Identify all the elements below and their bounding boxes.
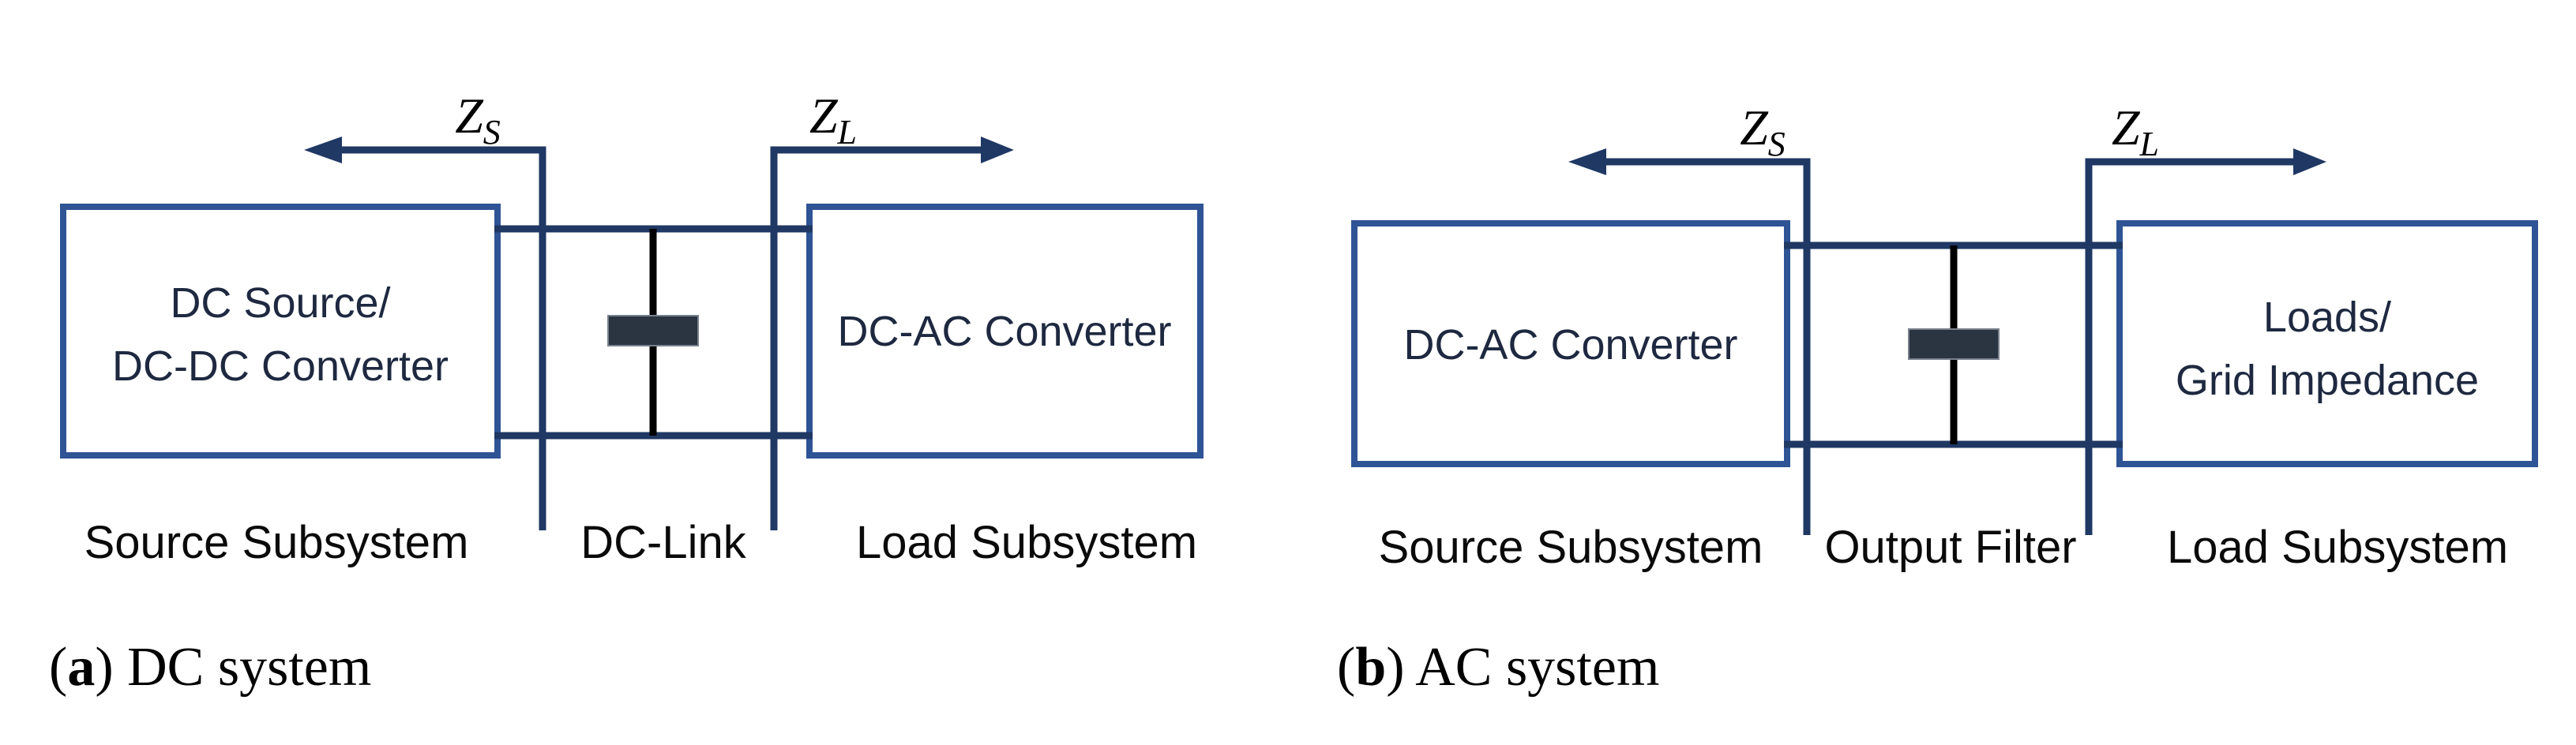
dc-ac-converter-box <box>806 204 1204 459</box>
left-arrowhead-icon <box>1568 148 1606 175</box>
z-subscript: S <box>483 113 501 152</box>
z-symbol: Z <box>1740 99 1769 155</box>
caption-dc-system: (a) DC system <box>49 637 371 698</box>
source-impedance-symbol: ZS <box>1740 99 1786 163</box>
dc-link-label: DC-Link <box>580 517 746 568</box>
load-subsystem-label: Load Subsystem <box>2167 522 2508 573</box>
load-impedance-wire <box>770 146 981 530</box>
dc-source-box <box>60 204 501 459</box>
capacitor-body-icon <box>1908 328 2000 360</box>
panel-ac-system: ZS ZL DC-AC Converter Loads/ Grid Impeda… <box>1337 99 2538 698</box>
load-impedance-wire <box>2085 158 2293 535</box>
loads-box-label-line2: Grid Impedance <box>2176 357 2479 404</box>
left-arrowhead-icon <box>304 137 342 163</box>
source-impedance-wire <box>342 146 546 530</box>
caption-text: ) AC system <box>1386 637 1659 698</box>
dc-ac-converter-box-label: DC-AC Converter <box>1403 321 1737 369</box>
source-subsystem-label: Source Subsystem <box>1379 522 1763 573</box>
caption-open-paren: ( <box>1337 637 1355 698</box>
caption-ac-system: (b) AC system <box>1337 637 1659 698</box>
dc-ac-converter-box-label: DC-AC Converter <box>837 308 1171 355</box>
caption-marker: b <box>1355 637 1386 698</box>
dc-source-box-label-line1: DC Source/ <box>170 279 390 327</box>
panel-dc-system: ZS ZL DC Source/ DC-DC Converter DC-AC C… <box>49 88 1204 698</box>
capacitor-body-icon <box>607 315 699 346</box>
z-subscript: S <box>1768 125 1786 163</box>
source-impedance-symbol: ZS <box>455 88 501 152</box>
source-impedance-wire <box>1606 158 1811 535</box>
z-subscript: L <box>2139 125 2159 163</box>
load-subsystem-label: Load Subsystem <box>856 517 1197 568</box>
caption-marker: a <box>67 637 95 698</box>
z-symbol: Z <box>2112 99 2141 155</box>
loads-box-label-line1: Loads/ <box>2263 294 2391 341</box>
z-symbol: Z <box>455 88 484 144</box>
dc-source-box-label-line2: DC-DC Converter <box>112 343 449 390</box>
right-arrowhead-icon <box>2293 148 2326 175</box>
z-subscript: L <box>837 113 857 152</box>
caption-open-paren: ( <box>49 637 67 698</box>
source-subsystem-label: Source Subsystem <box>84 517 469 568</box>
right-arrowhead-icon <box>981 137 1014 163</box>
loads-grid-impedance-box <box>2116 220 2538 467</box>
output-filter-label: Output Filter <box>1824 522 2076 573</box>
load-impedance-symbol: ZL <box>809 88 857 152</box>
caption-text: ) DC system <box>95 637 371 698</box>
z-symbol: Z <box>809 88 839 144</box>
dc-ac-converter-box <box>1351 220 1790 467</box>
load-impedance-symbol: ZL <box>2112 99 2159 163</box>
